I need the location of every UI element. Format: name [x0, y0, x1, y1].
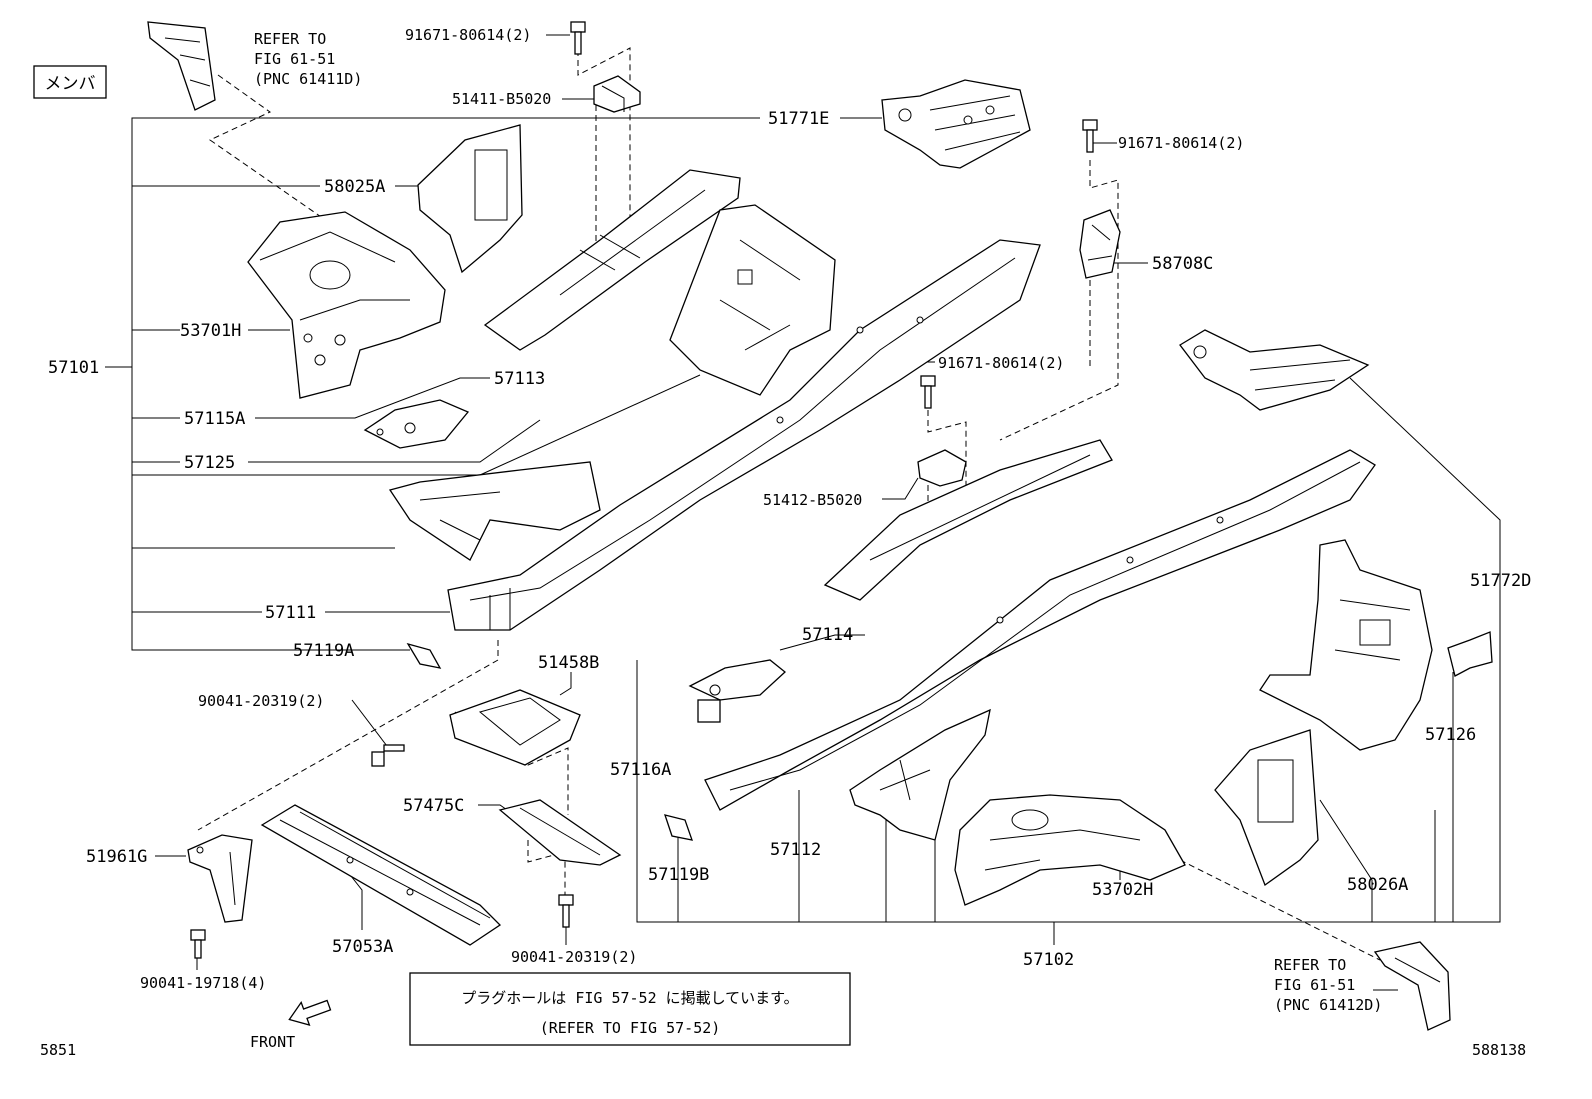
label-57126[interactable]: 57126	[1425, 725, 1476, 745]
part-57112-icon	[704, 449, 1376, 811]
label-53701h[interactable]: 53701H	[180, 321, 241, 341]
part-58026a-icon	[1214, 729, 1319, 887]
label-57475c[interactable]: 57475C	[403, 796, 464, 816]
part-57126-icon	[1447, 631, 1493, 677]
label-57112[interactable]: 57112	[770, 840, 821, 860]
bracket-58708c-icon	[1079, 209, 1121, 279]
part-51772d-icon	[1179, 329, 1370, 411]
part-57475c-icon	[498, 799, 622, 866]
refer-top-line2: FIG 61-51	[254, 50, 335, 68]
bracket-51411-icon	[593, 75, 641, 113]
ref-part-61411d	[147, 21, 216, 111]
image-code: 588138	[1472, 1041, 1526, 1059]
label-51771e[interactable]: 51771E	[768, 109, 829, 129]
note-en: (REFER TO FIG 57-52)	[540, 1019, 721, 1037]
refer-bottom-line2: FIG 61-51	[1274, 976, 1355, 994]
part-57053a-icon	[260, 804, 502, 946]
bracket-57101	[105, 117, 760, 651]
note-jp: プラグホールは FIG 57-52 に掲載しています。	[461, 989, 798, 1007]
refer-note-top: REFER TO FIG 61-51 (PNC 61411D)	[254, 30, 362, 88]
label-57119b[interactable]: 57119B	[648, 865, 709, 885]
part-57116a-icon	[849, 708, 991, 841]
label-57111[interactable]: 57111	[265, 603, 316, 623]
label-58025a[interactable]: 58025A	[324, 177, 385, 197]
bracket-51412-icon	[917, 449, 967, 487]
label-90041-20319-left[interactable]: 90041-20319(2)	[198, 692, 324, 710]
note-box: プラグホールは FIG 57-52 に掲載しています。 (REFER TO FI…	[409, 972, 851, 1046]
refer-note-bottom: REFER TO FIG 61-51 (PNC 61412D)	[1274, 956, 1382, 1014]
part-58025a-icon	[417, 124, 523, 274]
label-57125[interactable]: 57125	[184, 453, 235, 473]
bolt-icon	[371, 744, 405, 767]
refer-top-line3: (PNC 61411D)	[254, 70, 362, 88]
bolt-icon	[570, 21, 586, 55]
front-label: FRONT	[250, 1033, 295, 1051]
label-57115a[interactable]: 57115A	[184, 409, 245, 429]
refer-top-line1: REFER TO	[254, 30, 326, 48]
part-57125-icon	[669, 204, 836, 396]
part-labels: 91671-80614(2) 51411-B5020 51771E 91671-…	[48, 26, 1531, 992]
bracket-57102	[636, 377, 1501, 945]
label-51411-b5020[interactable]: 51411-B5020	[452, 90, 551, 108]
part-upper-right-icon	[823, 439, 1113, 601]
label-91671-right[interactable]: 91671-80614(2)	[1118, 134, 1244, 152]
category-box: メンバ	[33, 65, 107, 99]
page-code: 5851	[40, 1041, 76, 1059]
bolt-icon	[190, 929, 206, 959]
bolt-icon	[920, 375, 936, 409]
part-51961g-icon	[187, 834, 253, 923]
label-57116a[interactable]: 57116A	[610, 760, 671, 780]
bolt-icon	[558, 894, 574, 928]
label-58026a[interactable]: 58026A	[1347, 875, 1408, 895]
label-51961g[interactable]: 51961G	[86, 847, 147, 867]
front-arrow-icon	[288, 999, 332, 1026]
label-57053a[interactable]: 57053A	[332, 937, 393, 957]
part-57119a-icon	[406, 642, 442, 669]
part-53701h-icon	[247, 211, 446, 399]
part-51458b-icon	[449, 689, 581, 766]
part-57114-icon	[688, 659, 786, 723]
part-53702h-icon	[954, 794, 1186, 906]
part-51771e-icon	[881, 79, 1031, 169]
part-57119b-icon	[664, 814, 693, 841]
ref-part-61412d	[1373, 941, 1451, 1031]
label-90041-20319-bottom[interactable]: 90041-20319(2)	[511, 948, 637, 966]
label-57113[interactable]: 57113	[494, 369, 545, 389]
label-57114[interactable]: 57114	[802, 625, 853, 645]
label-91671-mid[interactable]: 91671-80614(2)	[938, 354, 1064, 372]
part-57111-icon	[447, 239, 1041, 631]
front-bracket-left-icon	[388, 461, 601, 561]
label-58708c[interactable]: 58708C	[1152, 254, 1213, 274]
label-91671-top[interactable]: 91671-80614(2)	[405, 26, 531, 44]
part-57113-icon	[363, 399, 470, 449]
category-label: メンバ	[45, 74, 96, 94]
label-51772d[interactable]: 51772D	[1470, 571, 1531, 591]
label-57102[interactable]: 57102	[1023, 950, 1074, 970]
label-51412-b5020[interactable]: 51412-B5020	[763, 491, 862, 509]
label-90041-19718[interactable]: 90041-19718(4)	[140, 974, 266, 992]
label-57119a[interactable]: 57119A	[293, 641, 354, 661]
part-rear-right-icon	[1259, 539, 1433, 751]
label-57101[interactable]: 57101	[48, 358, 99, 378]
refer-bottom-line3: (PNC 61412D)	[1274, 996, 1382, 1014]
label-51458b[interactable]: 51458B	[538, 653, 599, 673]
label-53702h[interactable]: 53702H	[1092, 880, 1153, 900]
part-57115a-icon	[483, 169, 741, 351]
leader-lines	[155, 34, 1501, 991]
refer-bottom-line1: REFER TO	[1274, 956, 1346, 974]
bolt-icon	[1082, 119, 1098, 153]
